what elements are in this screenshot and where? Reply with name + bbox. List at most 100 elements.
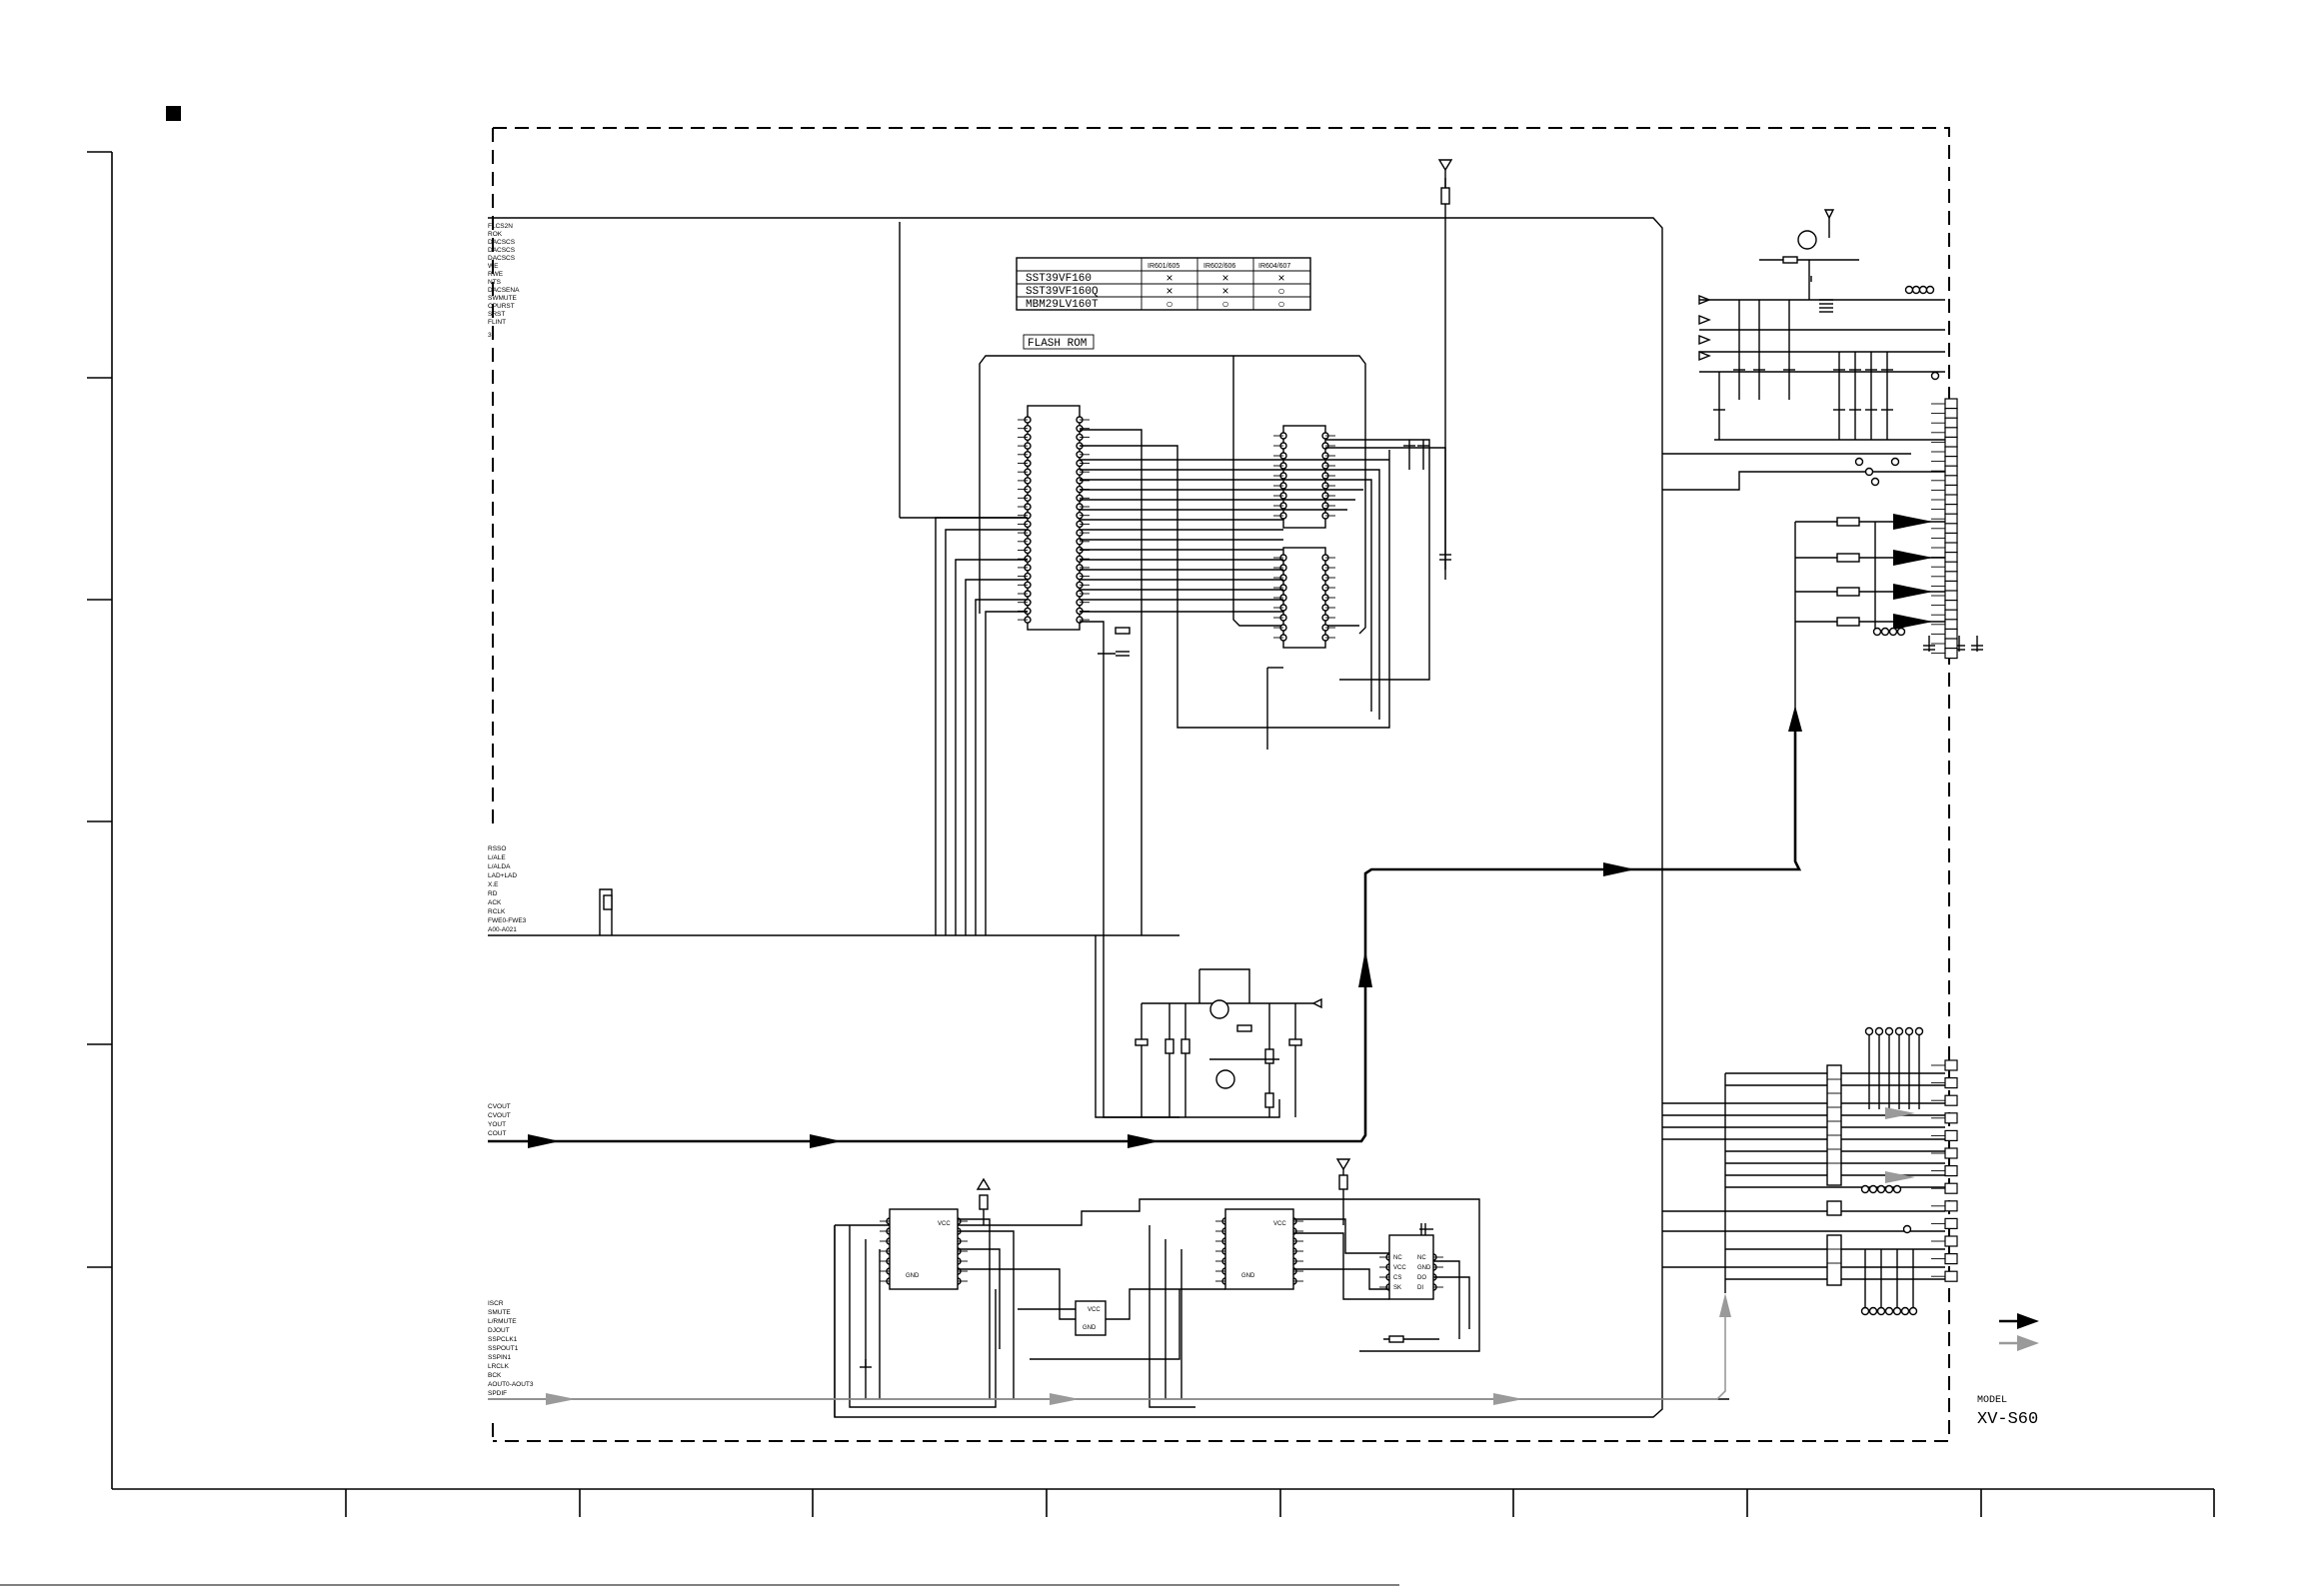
signal-label: A00-A021	[488, 926, 517, 933]
signal-label: SSPOUT1	[488, 1345, 519, 1352]
signal-label: FWE0-FWE3	[488, 917, 527, 924]
title-marker-square	[166, 106, 181, 121]
rom-selection-table: IR601/605 IR602/606 IR604/607 SST39VF160…	[1016, 257, 1311, 311]
signal-label: 3	[488, 332, 492, 339]
connector-pin	[1944, 1147, 1958, 1159]
connector-pin	[1944, 1129, 1958, 1142]
connector-pin	[1944, 504, 1958, 516]
connector-pin	[1944, 638, 1958, 650]
table-header: IR604/607	[1258, 263, 1290, 270]
signal-label: RD	[488, 890, 498, 897]
connector-pin	[1944, 571, 1958, 583]
signal-label: FLCS2N	[488, 223, 513, 230]
connector-pin	[1944, 1094, 1958, 1106]
signal-label: DACSCS	[488, 239, 516, 246]
flash-rom-label: FLASH ROM	[1023, 334, 1095, 350]
connector-pin	[1944, 1200, 1958, 1212]
connector-pin	[1944, 475, 1958, 487]
table-part: SST39VF160Q	[1026, 286, 1099, 298]
ic-pin-stubs	[880, 416, 1443, 1291]
table-mark: ○	[1277, 284, 1284, 298]
table-mark: ×	[1165, 271, 1172, 285]
signal-label: L/RMUTE	[488, 1318, 517, 1325]
signal-label: SSPIN1	[488, 1354, 512, 1361]
left-signal-labels-mid: RSSO L/ALE L/ALDA LAD+LAD X.E RD ACK RCL…	[488, 845, 527, 933]
signal-label: NTS	[488, 279, 502, 286]
video-path	[488, 706, 1802, 1148]
connector-pin	[1944, 408, 1958, 420]
eeprom-ic	[1388, 1234, 1434, 1300]
connector-pin	[1944, 1235, 1958, 1247]
page-frame	[0, 151, 2215, 1586]
flash-rom-title: FLASH ROM	[1028, 338, 1087, 350]
connector-pin	[1944, 542, 1958, 554]
signal-label: CPURST	[488, 303, 515, 310]
signal-label: BCK	[488, 1372, 502, 1379]
table-mark: ○	[1277, 297, 1284, 311]
pin-label: GND	[1241, 1273, 1255, 1279]
power-interface-section	[1662, 209, 1945, 491]
table-part: SST39VF160	[1026, 273, 1092, 285]
signal-label: CVOUT	[488, 1103, 511, 1110]
pin-label: VCC	[1273, 1221, 1286, 1227]
table-mark: ○	[1165, 297, 1172, 311]
signal-label: WE	[488, 263, 499, 270]
gray-arrow-2	[1050, 1393, 1080, 1405]
video-arrow-1	[528, 1134, 560, 1148]
board-boundary	[492, 127, 1950, 1442]
connector-pin	[1944, 1164, 1958, 1177]
signal-label: X.E	[488, 881, 499, 888]
connector-pin	[1944, 513, 1958, 525]
connector-pin	[1944, 1270, 1958, 1282]
signal-label: ISCR	[488, 1300, 504, 1307]
connector-pin	[1944, 551, 1958, 564]
connector-pin	[1944, 1076, 1958, 1089]
signal-label: SPDIF	[488, 1390, 507, 1397]
table-mark: ×	[1221, 271, 1228, 285]
connector-pin	[1944, 609, 1958, 621]
table-mark: ○	[1221, 297, 1228, 311]
signal-label: DACSENA	[488, 287, 520, 294]
table-header: IR602/606	[1203, 263, 1235, 270]
left-signal-labels-video: CVOUT CVOUT YOUT COUT	[488, 1103, 511, 1137]
signal-label: RWE	[488, 271, 504, 278]
connector-pin	[1944, 465, 1958, 477]
video-arrow-up	[1358, 949, 1372, 987]
connector-pin	[1944, 494, 1958, 506]
connector-pin	[1944, 523, 1958, 535]
signal-label: YOUT	[488, 1121, 506, 1128]
signal-label: RSSO	[488, 845, 506, 852]
pin-label: DO	[1417, 1275, 1426, 1281]
signal-label: RCLK	[488, 908, 506, 915]
table-mark: ×	[1221, 284, 1228, 298]
connector-pin	[1944, 1252, 1958, 1265]
pin-label: NC	[1393, 1255, 1402, 1261]
signal-label: ACK	[488, 899, 502, 906]
gray-arrow-up	[1719, 1293, 1731, 1317]
model-block: MODEL XV-S60	[1977, 1395, 2038, 1429]
connector-pin	[1944, 484, 1958, 496]
connector-pin	[1944, 427, 1958, 439]
address-data-wiring	[935, 159, 1453, 1118]
flash-rom-block	[979, 355, 1366, 649]
signal-label: COUT	[488, 1130, 506, 1137]
signal-label: FLINT	[488, 319, 506, 326]
signal-label: DACSCS	[488, 247, 516, 254]
connector-pin	[1944, 580, 1958, 593]
signal-label: CVOUT	[488, 1112, 511, 1119]
signal-label: SWMUTE	[488, 295, 518, 302]
signal-label: DACSCS	[488, 255, 516, 262]
video-arrow-3	[1128, 1134, 1160, 1148]
signal-label: LRCLK	[488, 1363, 510, 1370]
signal-label: AOUT0-AOUT3	[488, 1381, 534, 1388]
signal-label: DJOUT	[488, 1327, 510, 1334]
connector-pin	[1944, 1182, 1958, 1194]
connector-pin	[1944, 436, 1958, 448]
connector-pin	[1944, 619, 1958, 631]
memory-ic-lower	[1282, 547, 1326, 649]
pin-label: CS	[1393, 1275, 1401, 1281]
signal-label: LAD+LAD	[488, 872, 517, 879]
gray-arrow-3	[1493, 1393, 1523, 1405]
lower-right-harness	[1662, 1026, 1945, 1316]
